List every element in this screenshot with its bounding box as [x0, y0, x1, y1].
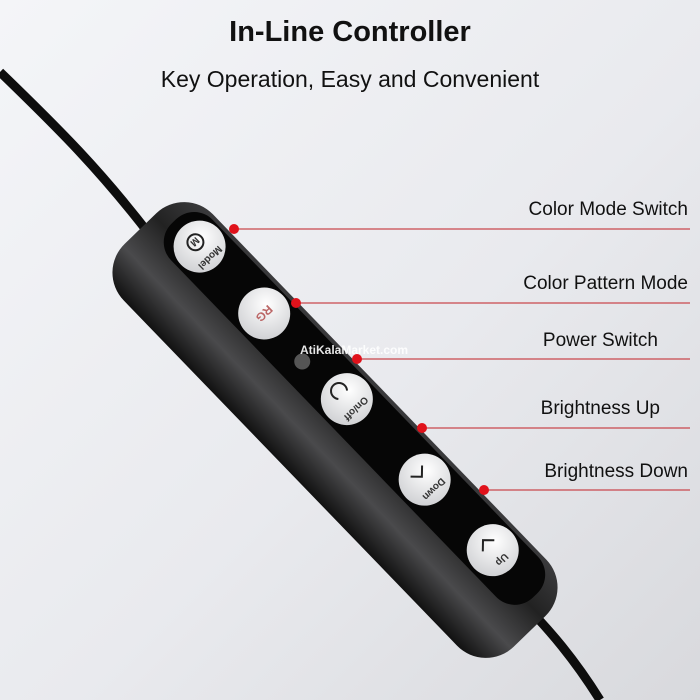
callout-power-switch: Power Switch: [542, 330, 658, 351]
button-rg: RG: [238, 287, 291, 340]
callout-color-pattern-mode: Color Pattern Mode: [523, 273, 688, 294]
callout-dot: [479, 485, 489, 495]
callout-dot: [291, 298, 301, 308]
cable-top: [0, 68, 154, 238]
page-subtitle: Key Operation, Easy and Convenient: [160, 66, 540, 92]
callout-dot: [417, 423, 427, 433]
button-up: Up: [466, 524, 519, 577]
indicator-led: [294, 353, 311, 370]
button-power: On/off: [320, 373, 373, 426]
page-title: In-Line Controller: [229, 16, 471, 48]
callout-color-mode-switch: Color Mode Switch: [528, 199, 688, 220]
callout-brightness-down: Brightness Down: [544, 461, 688, 482]
button-down: Down: [398, 453, 451, 506]
watermark: AtiKalaMarket.com: [300, 343, 408, 357]
button-model: M Model: [173, 220, 226, 273]
callout-dot: [229, 224, 239, 234]
callout-dot: [352, 354, 362, 364]
callout-brightness-up: Brightness Up: [540, 398, 660, 419]
controller-body: M Model RG On/off Down Up: [112, 202, 558, 658]
